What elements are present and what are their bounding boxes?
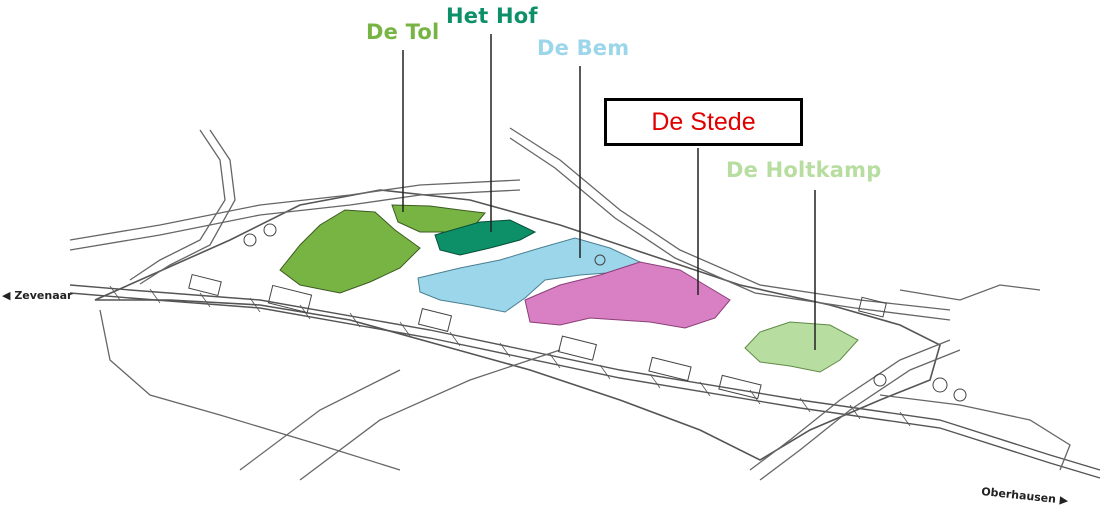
roads — [69, 127, 1071, 481]
direction-zevenaar: ◀ Zevenaar — [2, 289, 72, 302]
label-leaders — [402, 34, 816, 350]
zone-label-de-bem: De Bem — [537, 36, 630, 60]
zone-de-bem — [417, 237, 642, 313]
zone-label-het-hof: Het Hof — [446, 4, 538, 28]
zone-de-stede — [524, 261, 731, 329]
arrow-right-icon: ▶ — [1059, 493, 1069, 508]
zone-label-de-holtkamp: De Holtkamp — [726, 158, 882, 182]
zone-label-de-tol: De Tol — [366, 20, 440, 44]
estate-outline — [94, 189, 941, 461]
buildings — [188, 223, 967, 402]
zone-de-tol — [279, 204, 486, 294]
direction-zevenaar-text: Zevenaar — [14, 289, 73, 302]
railway — [69, 284, 1101, 479]
zone-label-de-stede: De Stede — [651, 107, 756, 136]
zone-de-holtkamp — [744, 321, 859, 373]
zone-label-de-stede-box: De Stede — [604, 98, 803, 146]
zone-het-hof — [434, 219, 537, 256]
arrow-left-icon: ◀ — [2, 289, 11, 302]
